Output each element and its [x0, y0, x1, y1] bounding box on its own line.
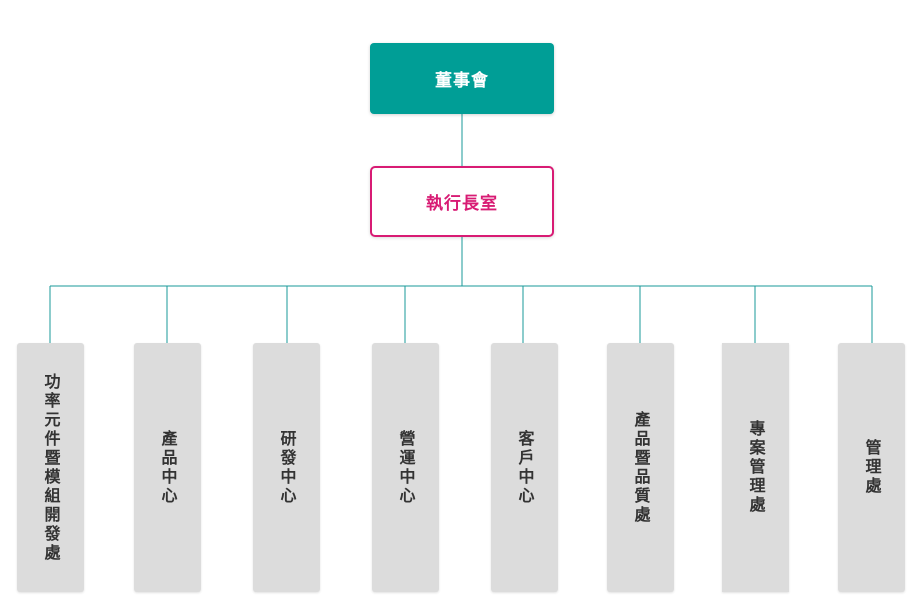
department-label: 功率元件暨模組開發處	[41, 372, 61, 563]
department-node-rd-center: 研發中心	[253, 343, 320, 592]
department-node-product-quality: 產品暨品質處	[607, 343, 674, 592]
department-label: 研發中心	[277, 429, 297, 506]
ceo-office-label: 執行長室	[426, 194, 498, 214]
department-node-customer-center: 客戶中心	[491, 343, 558, 592]
department-label: 營運中心	[396, 429, 416, 506]
department-label: 客戶中心	[515, 429, 535, 506]
department-node-project-management: 專案管理處	[722, 343, 789, 592]
department-node-administration: 管理處	[838, 343, 905, 592]
department-node-operations-center: 營運中心	[372, 343, 439, 592]
ceo-office-node: 執行長室	[370, 166, 554, 237]
department-node-product-center: 產品中心	[134, 343, 201, 592]
department-label: 產品中心	[158, 429, 178, 506]
board-label: 董事會	[435, 71, 489, 91]
board-node: 董事會	[370, 43, 554, 114]
department-label: 管理處	[862, 439, 882, 496]
department-label: 產品暨品質處	[631, 410, 651, 525]
department-label: 專案管理處	[746, 420, 766, 515]
department-node-power-module: 功率元件暨模組開發處	[17, 343, 84, 592]
